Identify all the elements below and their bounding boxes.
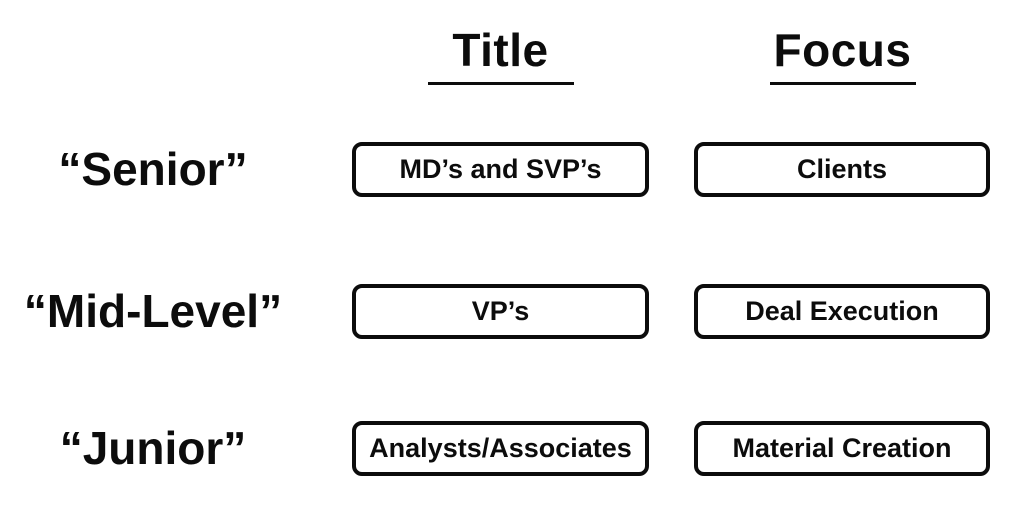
focus-box-mid-level: Deal Execution — [694, 284, 990, 339]
focus-box-junior-label: Material Creation — [732, 433, 952, 463]
column-header-focus-underline — [769, 81, 916, 85]
row-label-mid-level: “Mid-Level” — [23, 285, 283, 337]
focus-box-senior: Clients — [694, 142, 990, 197]
title-box-senior-label: MD’s and SVP’s — [399, 154, 602, 184]
row-label-junior: “Junior” — [59, 422, 247, 474]
title-box-junior: Analysts/Associates — [352, 421, 649, 476]
focus-box-senior-label: Clients — [796, 154, 888, 184]
focus-box-junior: Material Creation — [694, 421, 990, 476]
column-header-title: Title — [352, 24, 649, 85]
focus-box-mid-level-label: Deal Execution — [745, 296, 939, 326]
title-box-senior: MD’s and SVP’s — [352, 142, 649, 197]
row-label-senior: “Senior” — [58, 143, 248, 195]
title-box-mid-level: VP’s — [352, 284, 649, 339]
title-box-junior-label: Analysts/Associates — [369, 433, 632, 463]
column-header-title-label: Title — [452, 24, 549, 76]
title-box-mid-level-label: VP’s — [471, 296, 530, 326]
column-header-title-underline — [427, 81, 574, 85]
column-header-focus-label: Focus — [773, 24, 912, 76]
column-header-focus: Focus — [694, 24, 991, 85]
